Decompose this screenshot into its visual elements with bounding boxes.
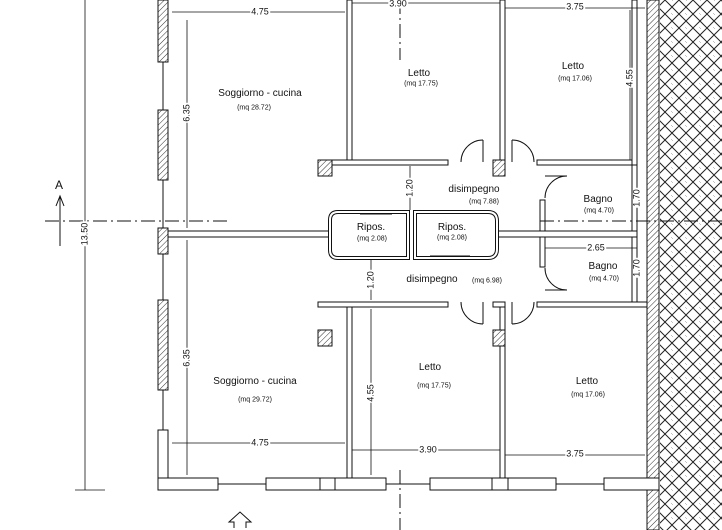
room-name-store1: Ripos. bbox=[356, 222, 386, 233]
dim-upper-living-depth: 6.35 bbox=[181, 103, 192, 123]
dim-lower-living-depth: 6.35 bbox=[181, 348, 192, 368]
room-name-lower-bed2: Letto bbox=[575, 376, 599, 387]
dim-bottom-bed2-width: 3.75 bbox=[565, 448, 585, 459]
room-name-upper-bed1: Letto bbox=[407, 68, 431, 79]
dim-upper-hall-depth: 1.20 bbox=[404, 178, 415, 198]
dim-upper-bed-depth: 4.55 bbox=[624, 68, 635, 88]
dim-lower-bath-depth: 1.70 bbox=[631, 258, 642, 278]
section-arrow-icon bbox=[55, 194, 65, 246]
room-area-upper-bed2: (mq 17.06) bbox=[558, 75, 592, 83]
room-area-upper-living: (mq 28.72) bbox=[237, 104, 271, 112]
dim-bath-width: 2.65 bbox=[586, 242, 606, 253]
section-arrow-bottom-icon bbox=[227, 511, 253, 528]
room-name-lower-living: Soggiorno - cucina bbox=[213, 376, 297, 387]
dim-upper-bath-depth: 1.70 bbox=[631, 188, 642, 208]
room-name-upper-bed2: Letto bbox=[561, 61, 585, 72]
room-name-upper-hall: disimpegno bbox=[448, 184, 500, 195]
room-name-upper-living: Soggiorno - cucina bbox=[218, 88, 302, 99]
dim-top-living-width: 4.75 bbox=[250, 6, 270, 17]
room-area-store1: (mq 2.08) bbox=[357, 235, 387, 243]
dim-bottom-living-width: 4.75 bbox=[250, 437, 270, 448]
room-area-store2: (mq 2.08) bbox=[437, 234, 467, 242]
east-wall bbox=[646, 0, 660, 530]
south-wall bbox=[157, 477, 660, 491]
room-area-lower-bed2: (mq 17.06) bbox=[571, 391, 605, 399]
door-swings bbox=[460, 139, 568, 325]
dim-top-bed2-width: 3.75 bbox=[565, 1, 585, 12]
room-name-upper-bath: Bagno bbox=[583, 194, 613, 205]
dim-bottom-bed1-width: 3.90 bbox=[418, 444, 438, 455]
room-name-lower-hall: disimpegno bbox=[406, 274, 458, 285]
section-marker-label: A bbox=[54, 178, 64, 192]
room-area-upper-bath: (mq 4.70) bbox=[584, 207, 614, 215]
dim-lower-bed-depth: 4.55 bbox=[365, 383, 376, 403]
room-area-lower-bed1: (mq 17.75) bbox=[417, 382, 451, 390]
dim-total-depth: 13.50 bbox=[79, 221, 90, 247]
room-name-lower-bed1: Letto bbox=[418, 362, 442, 373]
room-area-lower-living: (mq 29.72) bbox=[238, 396, 272, 404]
dim-lower-hall-depth: 1.20 bbox=[365, 270, 376, 290]
room-area-lower-bath: (mq 4.70) bbox=[589, 275, 619, 283]
dim-top-bed1-width: 3.90 bbox=[388, 0, 408, 9]
west-wall bbox=[157, 0, 169, 491]
room-area-upper-hall: (mq 7.88) bbox=[469, 198, 499, 206]
hatched-exterior-zone bbox=[660, 0, 722, 530]
room-area-upper-bed1: (mq 17.75) bbox=[404, 80, 438, 88]
room-name-lower-bath: Bagno bbox=[588, 261, 618, 272]
room-area-lower-hall: (mq 6.98) bbox=[472, 277, 502, 285]
room-name-store2: Ripos. bbox=[437, 222, 467, 233]
storage-closets bbox=[328, 210, 499, 260]
axis-lines bbox=[45, 0, 722, 530]
